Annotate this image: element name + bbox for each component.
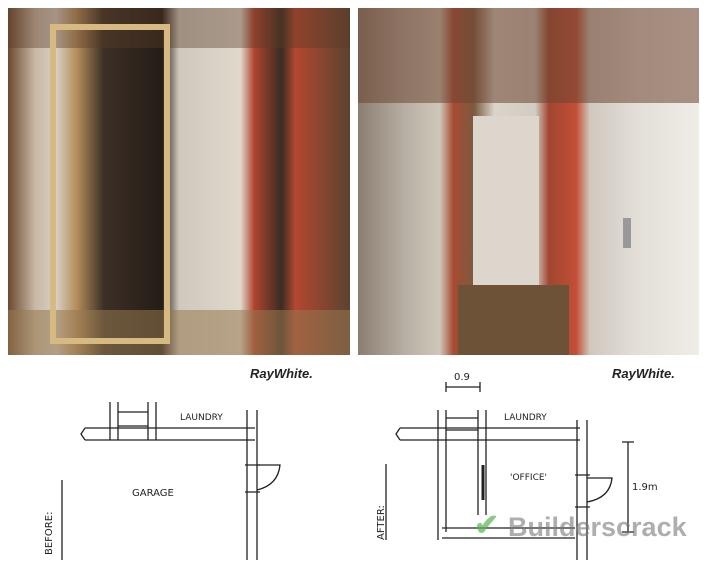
builderscrack-watermark: Builderscrack bbox=[508, 512, 687, 542]
laundry-label: LAUNDRY bbox=[504, 413, 547, 423]
back-door bbox=[473, 116, 539, 286]
after-sketch: 0.9 LAUNDRY 'OFFICE' 1.9m AFTER: bbox=[376, 372, 658, 560]
raywhite-logo: RayWhite. bbox=[612, 366, 675, 381]
laundry-label: LAUNDRY bbox=[180, 413, 223, 423]
before-label: BEFORE: bbox=[44, 512, 55, 555]
length-dimension: 1.9m bbox=[632, 482, 658, 493]
garage-label: GARAGE bbox=[132, 488, 174, 499]
door-frame bbox=[50, 24, 170, 344]
floor bbox=[8, 310, 350, 355]
raywhite-logo: RayWhite. bbox=[250, 366, 313, 381]
after-photo bbox=[358, 8, 699, 355]
before-photo bbox=[8, 8, 350, 355]
after-label: AFTER: bbox=[376, 505, 387, 540]
light-switch bbox=[623, 218, 631, 248]
floor bbox=[458, 285, 569, 355]
ceiling bbox=[358, 8, 699, 103]
width-dimension: 0.9 bbox=[454, 372, 470, 383]
before-sketch: LAUNDRY GARAGE BEFORE: bbox=[44, 402, 281, 560]
office-label: 'OFFICE' bbox=[510, 473, 547, 483]
builderscrack-check-icon: ✔ bbox=[474, 509, 500, 542]
